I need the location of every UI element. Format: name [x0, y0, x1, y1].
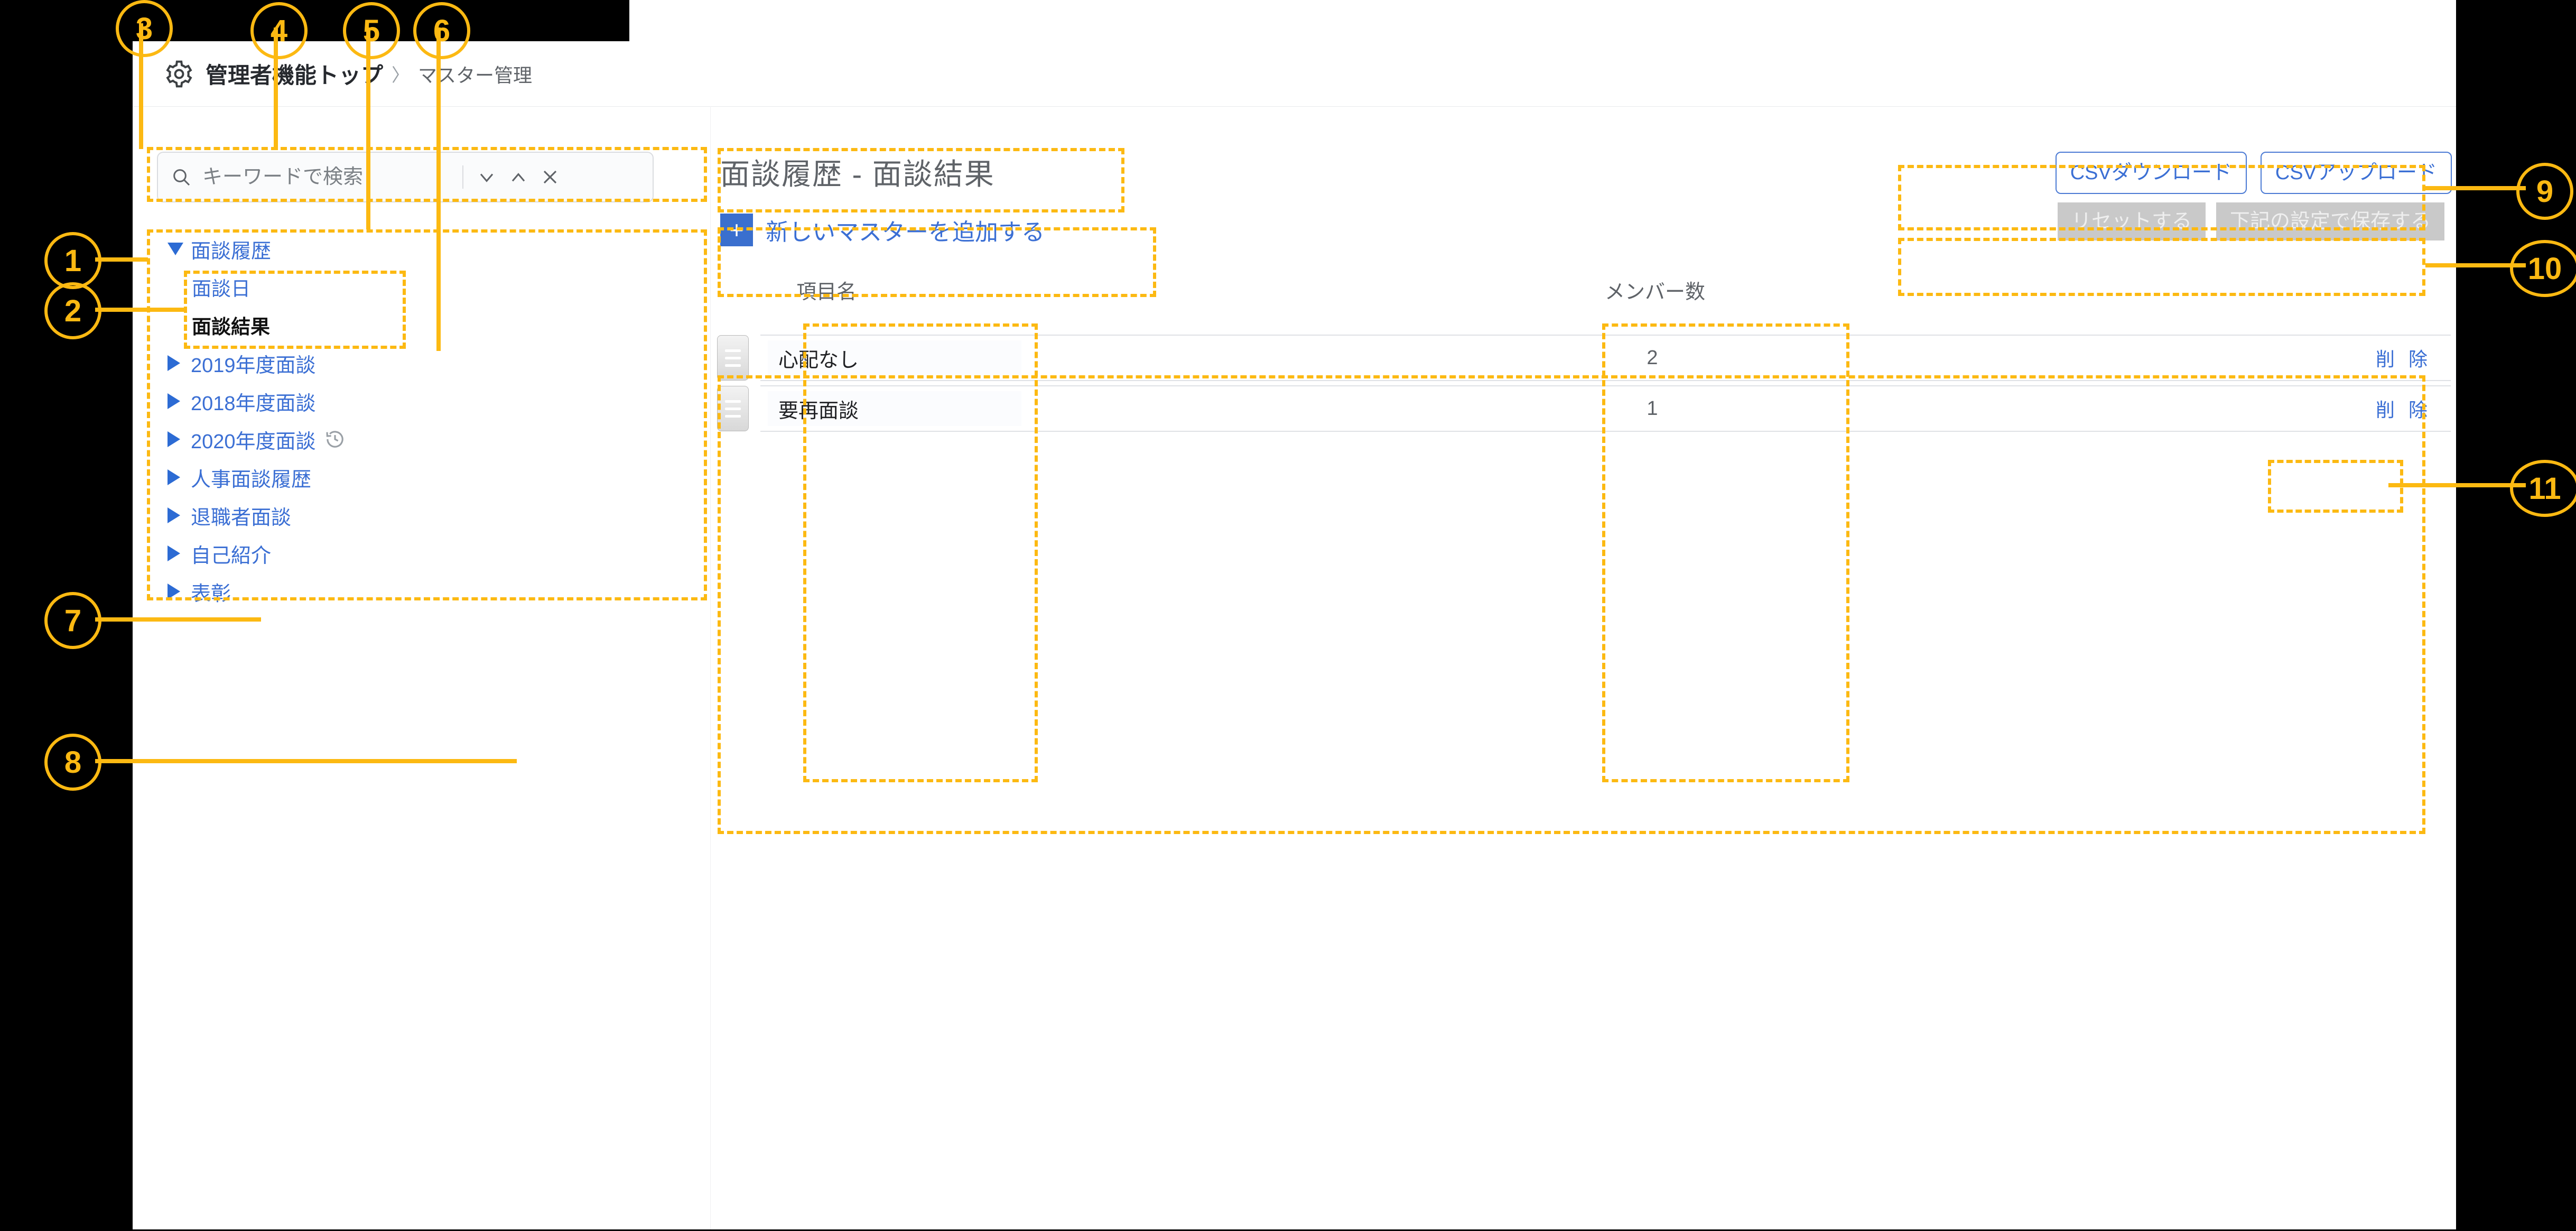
table-body: 心配なし 2 削 除 要再面談 1 削 除 [712, 335, 2456, 436]
tree-item-5[interactable]: 2020年度面談 [133, 420, 711, 458]
column-header-name: 項目名 [796, 281, 857, 303]
row-divider [760, 335, 2451, 336]
save-button[interactable]: 下記の設定で保存する [2216, 202, 2444, 240]
tree-item-2[interactable]: 面談結果 [133, 306, 711, 344]
reset-button[interactable]: リセットする [2057, 202, 2206, 240]
callout-9: 9 [2516, 163, 2573, 220]
close-icon[interactable] [538, 165, 562, 189]
drag-handle-icon[interactable] [717, 335, 749, 381]
chevron-right-icon[interactable] [168, 584, 191, 599]
tree-item-0[interactable]: 面談履歴 [133, 230, 711, 268]
tree-item-label: 退職者面談 [191, 506, 292, 529]
chevron-right-icon[interactable] [168, 431, 191, 447]
main-content: 面談履歴 - 面談結果 + 新しいマスターを追加する CSVダウンロード CSV… [712, 107, 2456, 1229]
table-row: 心配なし 2 削 除 [712, 335, 2456, 381]
csv-download-button[interactable]: CSVダウンロード [2055, 152, 2247, 194]
row-divider [760, 380, 2451, 381]
app-window-top-extension [629, 0, 2456, 42]
tree-item-label: 人事面談履歴 [191, 468, 312, 491]
search-input[interactable] [201, 165, 457, 189]
chevron-down-icon[interactable] [168, 243, 191, 255]
tree-item-3[interactable]: 2019年度面談 [133, 344, 711, 382]
chevron-right-icon[interactable] [168, 393, 191, 409]
table-header: 項目名 メンバー数 [712, 275, 2456, 320]
sidebar: 面談履歴 面談日 面談結果 2019年度面談 2018年度面談 2020年度面談 [133, 107, 711, 1229]
row-member-count: 1 [1647, 397, 1658, 420]
search-box[interactable] [157, 152, 654, 202]
secondary-actions: リセットする 下記の設定で保存する [2057, 202, 2444, 240]
row-divider [760, 431, 2451, 432]
column-header-member-count: メンバー数 [1605, 281, 1706, 303]
chevron-right-icon[interactable] [168, 469, 191, 485]
row-name-field[interactable]: 要再面談 [768, 391, 1021, 426]
row-delete-link[interactable]: 削 除 [2375, 348, 2432, 370]
tree-item-label: 面談日 [192, 278, 250, 300]
tree-item-label: 2018年度面談 [191, 392, 316, 415]
chevron-down-icon[interactable] [475, 165, 498, 189]
gear-icon [164, 59, 194, 89]
row-delete-link[interactable]: 削 除 [2375, 399, 2432, 421]
chevron-right-icon[interactable] [168, 507, 191, 523]
tree-item-8[interactable]: 自己紹介 [133, 534, 711, 572]
callout-11: 11 [2510, 460, 2576, 517]
breadcrumb: 管理者機能トップ 〉 マスター管理 [133, 41, 2456, 107]
table-row: 要再面談 1 削 除 [712, 385, 2456, 432]
breadcrumb-root-link[interactable]: 管理者機能トップ [206, 63, 384, 88]
tree-item-6[interactable]: 人事面談履歴 [133, 458, 711, 496]
csv-upload-button[interactable]: CSVアップロード [2260, 152, 2452, 194]
add-master-button[interactable]: + 新しいマスターを追加する [720, 213, 1045, 247]
callout-1: 1 [44, 232, 101, 289]
master-tree: 面談履歴 面談日 面談結果 2019年度面談 2018年度面談 2020年度面談 [133, 230, 711, 610]
chevron-right-icon[interactable] [168, 545, 191, 561]
chevron-right-icon[interactable] [168, 355, 191, 371]
history-clock-icon [324, 429, 346, 450]
tree-item-9[interactable]: 表彰 [133, 572, 711, 610]
plus-icon: + [720, 214, 753, 246]
callout-2: 2 [44, 282, 101, 339]
drag-handle-icon[interactable] [717, 386, 749, 431]
search-icon [171, 166, 192, 188]
breadcrumb-current: マスター管理 [418, 64, 533, 86]
tree-item-1[interactable]: 面談日 [133, 268, 711, 306]
row-member-count: 2 [1647, 346, 1658, 369]
tree-item-label: 2020年度面談 [191, 430, 316, 453]
tree-item-label: 面談履歴 [191, 240, 272, 263]
callout-7: 7 [44, 592, 101, 649]
callout-8: 8 [44, 734, 101, 791]
tree-item-label: 表彰 [191, 582, 231, 605]
page-title: 面談履歴 - 面談結果 [720, 158, 995, 191]
tree-item-7[interactable]: 退職者面談 [133, 496, 711, 534]
tree-item-4[interactable]: 2018年度面談 [133, 382, 711, 420]
tree-item-label: 2019年度面談 [191, 354, 316, 377]
chevron-up-icon[interactable] [507, 165, 530, 189]
search-divider [462, 165, 463, 189]
tree-item-label: 自己紹介 [191, 544, 272, 567]
add-master-label: 新しいマスターを追加する [766, 219, 1045, 245]
top-actions: CSVダウンロード CSVアップロード [2055, 152, 2452, 194]
tree-item-label: 面談結果 [192, 316, 270, 338]
row-divider [760, 385, 2451, 386]
row-name-field[interactable]: 心配なし [768, 340, 1021, 375]
breadcrumb-separator: 〉 [392, 66, 410, 86]
callout-10: 10 [2510, 240, 2576, 297]
